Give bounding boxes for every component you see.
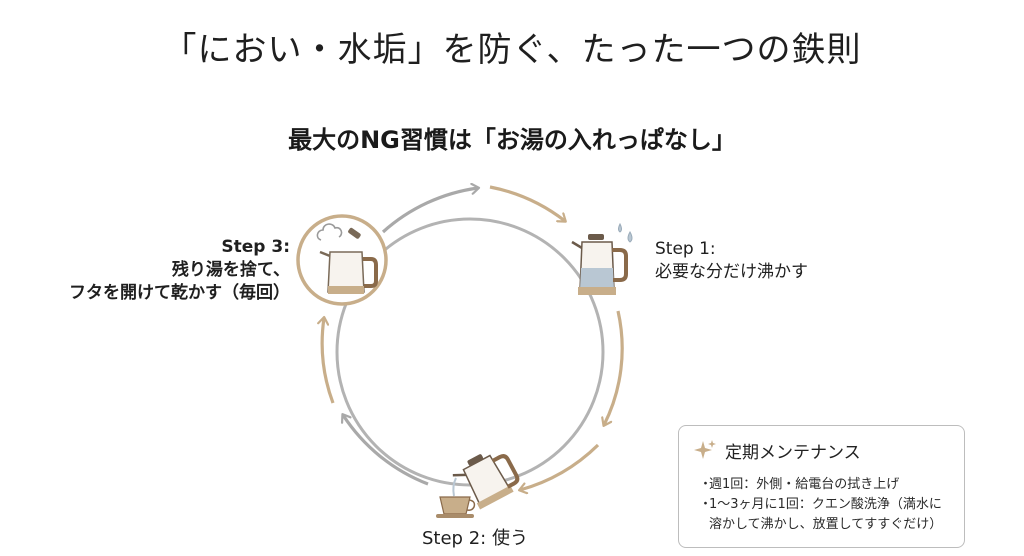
maintenance-item: ・1〜3ヶ月に1回：クエン酸洗浄（満水に 溶かして沸かし、放置してすすぐだけ）: [699, 495, 942, 535]
step3-title: Step 3:: [221, 237, 290, 257]
sparkle-icon: [694, 439, 716, 459]
arrow-left-gold: [322, 318, 335, 404]
maintenance-box: 定期メンテナンス ・週1回：外側・給電台の拭き上げ ・1〜3ヶ月に1回：クエン酸…: [678, 425, 965, 548]
step3-desc-line2: フタを開けて乾かす（毎回）: [69, 283, 290, 303]
maintenance-header: 定期メンテナンス: [693, 438, 861, 463]
step3-label: Step 3: 残り湯を捨て、 フタを開けて乾かす（毎回）: [40, 236, 290, 305]
maintenance-item-text: 1〜3ヶ月に1回：クエン酸洗浄（満水に: [709, 497, 942, 512]
step2-label: Step 2: 使う: [422, 528, 528, 549]
subtitle: 最大のNG習慣は「お湯の入れっぱなし」: [288, 126, 736, 154]
arrow-top-gold: [489, 185, 565, 221]
step1-title: Step 1:: [655, 239, 716, 259]
step3-icon-group: [296, 214, 388, 306]
maintenance-title: 定期メンテナンス: [725, 443, 861, 463]
maintenance-item-text: 週1回：外側・給電台の拭き上げ: [709, 477, 900, 492]
arrow-bottom-gold: [520, 443, 600, 490]
bullet: ・: [699, 477, 713, 492]
maintenance-item-text-cont: 溶かして沸かし、放置してすすぐだけ）: [709, 517, 943, 532]
kettle-pouring-icon: [436, 454, 520, 518]
kettle-lid-open-icon: [316, 223, 378, 294]
page-title: 「におい・水垢」を防ぐ、たった一つの鉄則: [162, 30, 862, 70]
kettle-boiling-icon: [571, 222, 633, 295]
step1-desc: 必要な分だけ沸かす: [655, 262, 808, 282]
arrow-top-gray: [381, 188, 478, 234]
maintenance-item: ・週1回：外側・給電台の拭き上げ: [699, 475, 942, 495]
step1-label: Step 1: 必要な分だけ沸かす: [655, 238, 808, 284]
arrow-bottom-gray: [343, 415, 429, 486]
maintenance-list: ・週1回：外側・給電台の拭き上げ ・1〜3ヶ月に1回：クエン酸洗浄（満水に 溶か…: [699, 475, 942, 535]
step3-desc-line1: 残り湯を捨て、: [171, 260, 290, 280]
bullet: ・: [699, 497, 713, 512]
arrow-right-gold: [604, 310, 624, 425]
